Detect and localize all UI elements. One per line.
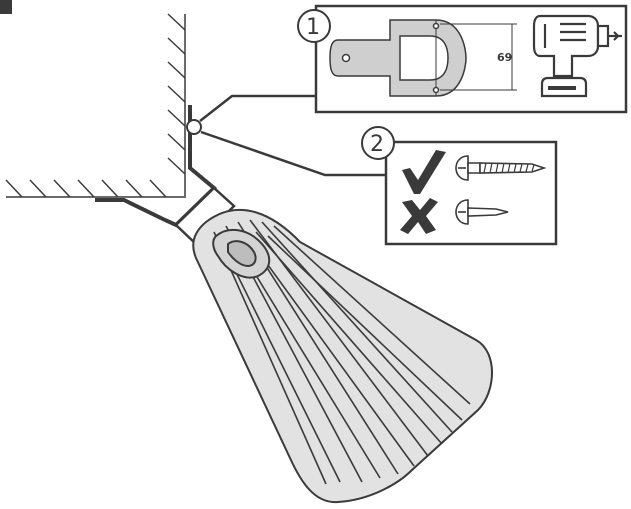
step-2-number: 2	[370, 132, 384, 157]
dimension-line	[440, 23, 517, 91]
step-1-panel: 1 69	[297, 4, 628, 114]
wall-horizontal	[5, 179, 186, 198]
screw-point	[186, 119, 202, 135]
callout-lines	[199, 94, 388, 177]
wood-screw-icon	[455, 155, 547, 181]
step-1-badge	[297, 9, 331, 43]
step-2-panel: 2	[361, 126, 558, 246]
cross-icon	[400, 198, 438, 234]
step-1-number: 1	[306, 15, 320, 40]
wall-vertical	[167, 13, 186, 196]
lamp-shade	[192, 208, 493, 504]
dimension-value: 69	[497, 51, 512, 64]
nail-screw-icon	[455, 199, 509, 225]
lamp-joint	[174, 186, 236, 246]
corner-tab	[0, 0, 12, 14]
bracket-plate	[329, 19, 467, 97]
check-icon	[402, 150, 446, 194]
drill-icon	[532, 14, 622, 98]
step-2-badge	[361, 126, 395, 160]
